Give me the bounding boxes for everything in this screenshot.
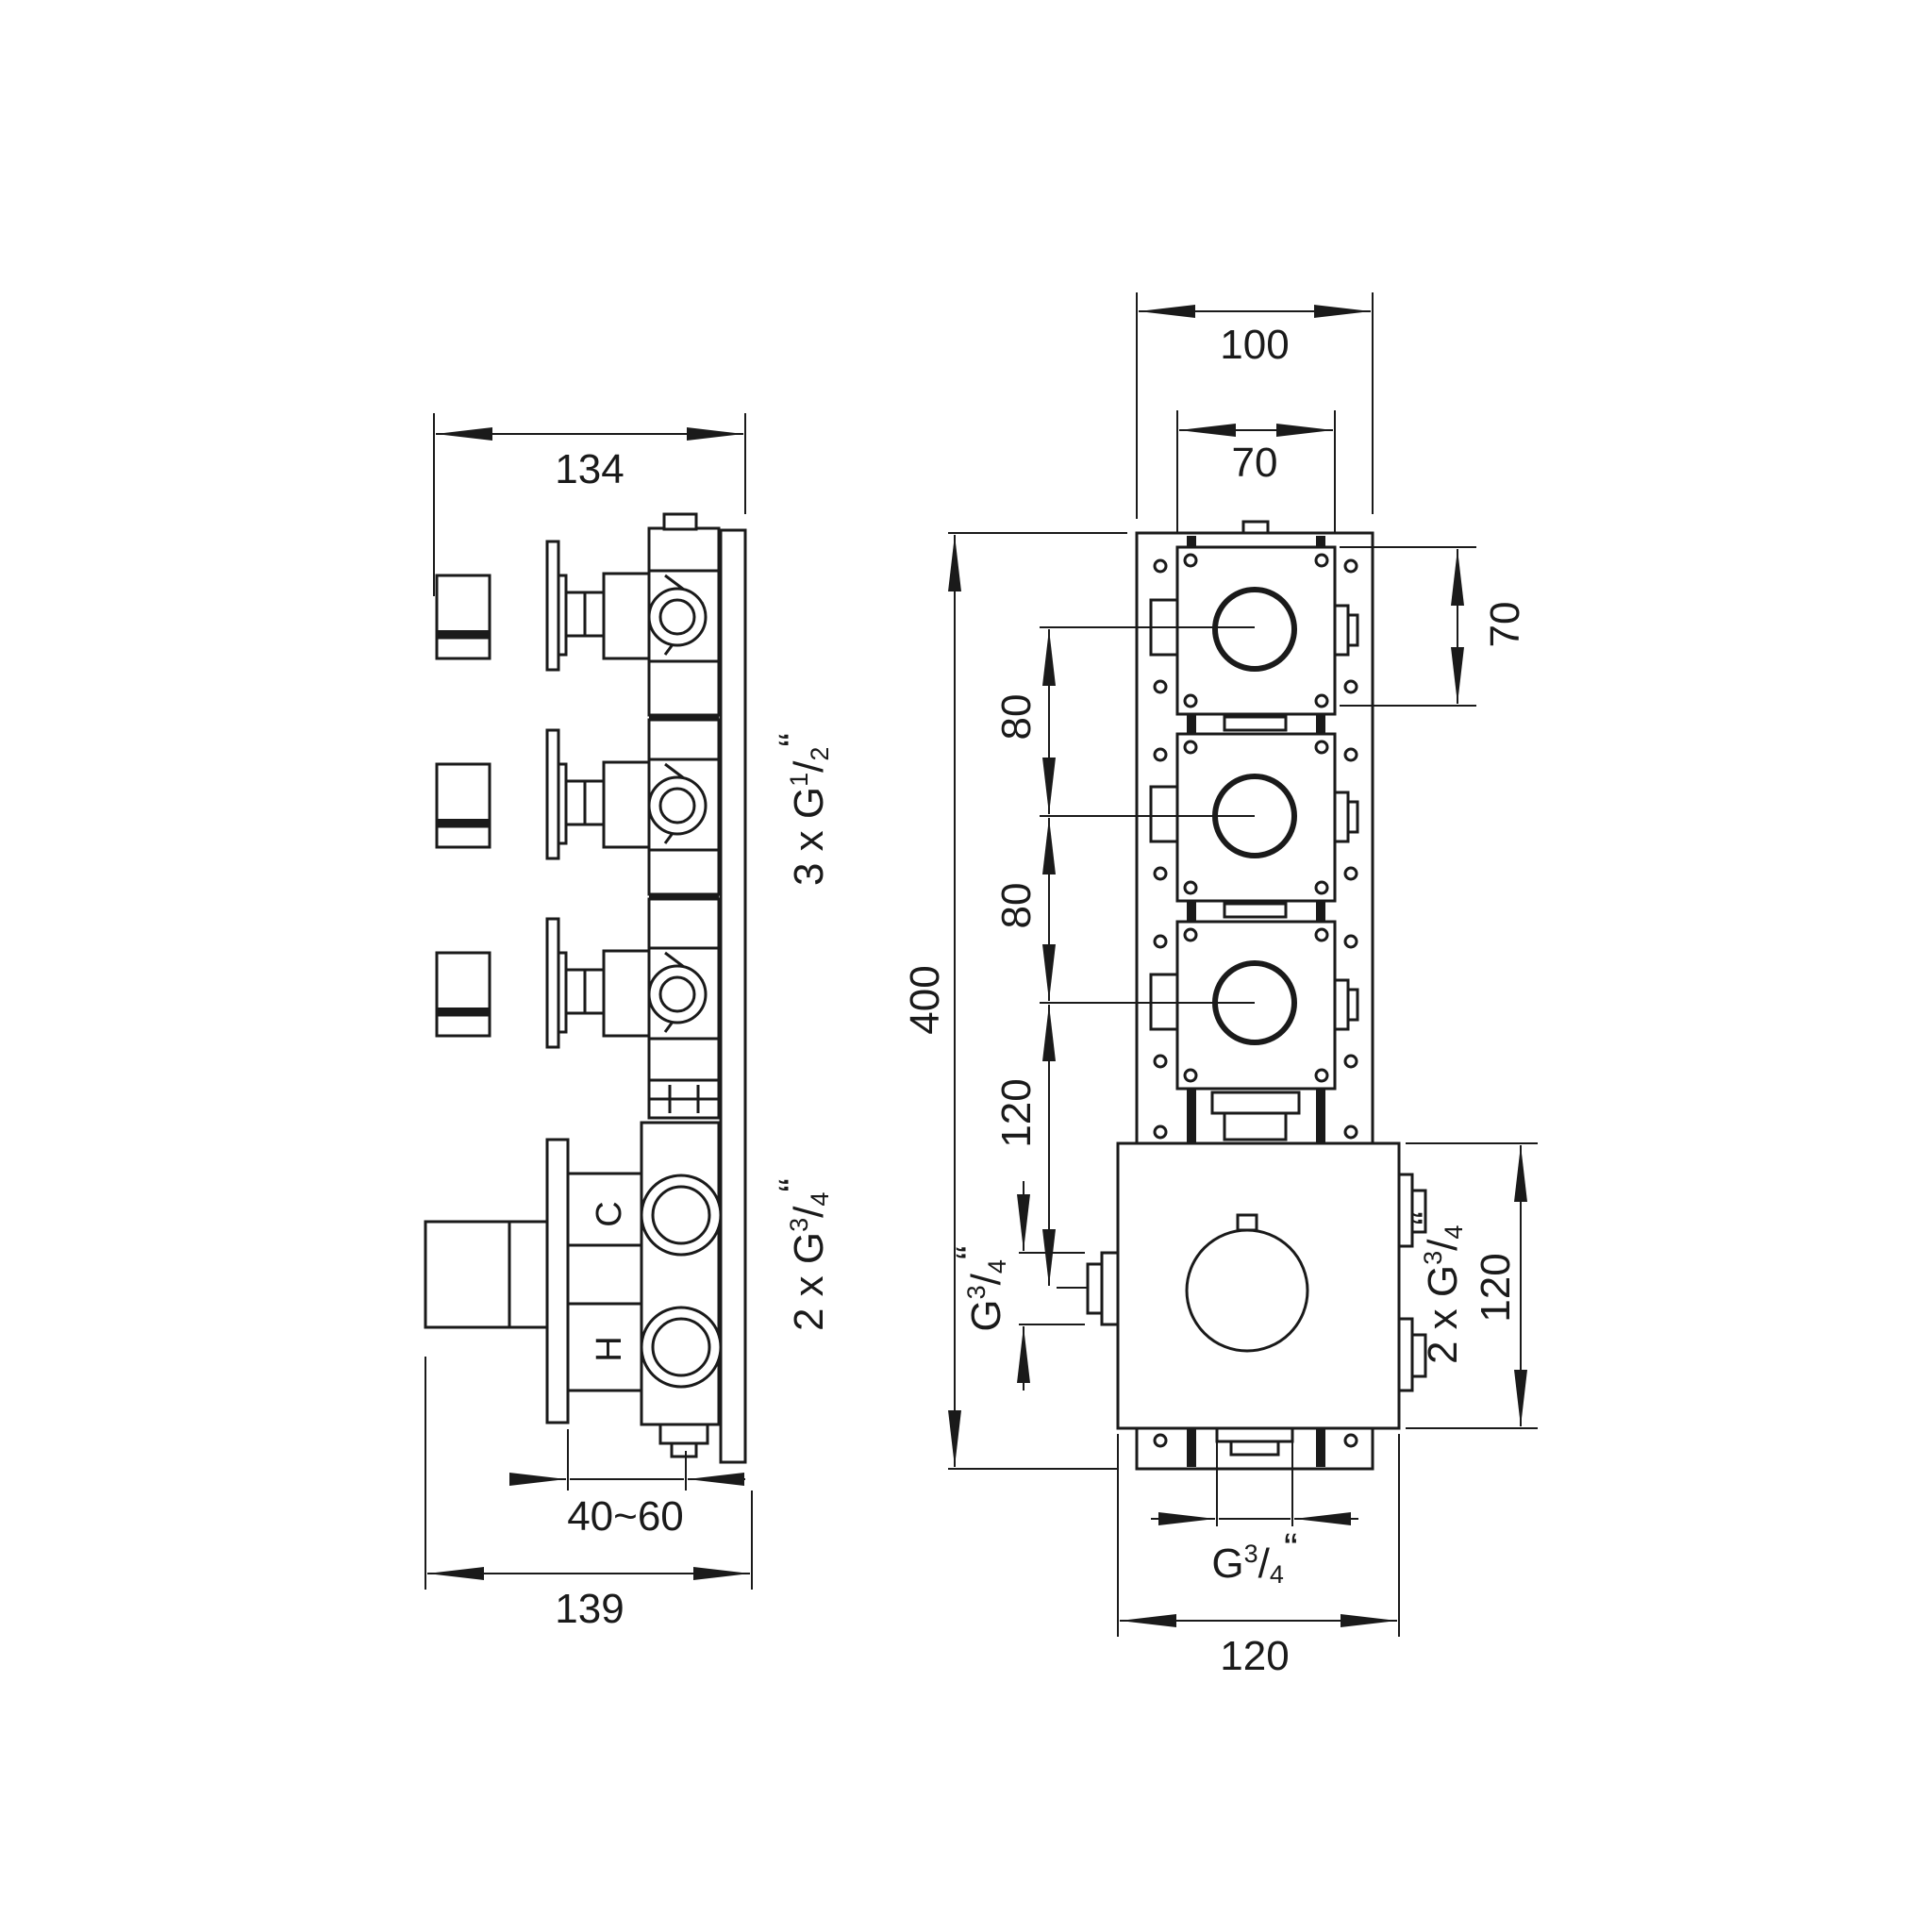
- cold-label: C: [590, 1201, 629, 1226]
- dim-100-label: 100: [1220, 322, 1289, 368]
- front-module-2: [1040, 732, 1359, 903]
- diverter-valve-1: [435, 540, 721, 672]
- dim-bottom-connection: G3/4“: [1151, 1434, 1358, 1589]
- diverter-knob-1: [1212, 587, 1297, 672]
- side-view: 134: [424, 413, 834, 1632]
- front-module-1: [1040, 545, 1359, 716]
- frame-holes: [1153, 558, 1358, 1448]
- thermostatic-mixer: C H: [424, 1138, 723, 1424]
- dim-139-label: 139: [555, 1586, 624, 1632]
- dim-134-label: 134: [555, 446, 624, 492]
- dim-40-60: 40~60: [509, 1429, 745, 1540]
- thermostat-knob: [1185, 1228, 1309, 1353]
- dim-spacing-2-label: 80: [993, 883, 1040, 929]
- hot-label: H: [590, 1336, 629, 1361]
- dim-chain-spacing: 80 80 120: [993, 629, 1056, 1286]
- bottom-connection-label: G3/4“: [1211, 1525, 1297, 1589]
- front-view: 100 70: [902, 292, 1538, 1679]
- right-connections-label: 2 x G3/4“: [1405, 1211, 1468, 1364]
- diverter-valve-2: [435, 728, 721, 860]
- left-connection-label: G3/4“: [948, 1245, 1011, 1331]
- dim-120-horizontal: 120: [1117, 1434, 1400, 1679]
- dim-70-vertical: 70: [1340, 546, 1528, 707]
- module-connectors: [1187, 520, 1325, 1467]
- dim-40-60-label: 40~60: [567, 1493, 684, 1540]
- wall-plate: [719, 528, 747, 1464]
- dim-134: 134: [433, 413, 746, 596]
- front-thermostat-module: [1057, 1141, 1427, 1430]
- dim-120-horizontal-label: 120: [1220, 1633, 1289, 1679]
- dim-left-connection: G3/4“: [948, 1181, 1085, 1391]
- front-module-3: [1040, 920, 1359, 1091]
- inlets-label: 2 x G3/4“: [771, 1178, 834, 1331]
- dim-spacing-1-label: 80: [993, 694, 1040, 741]
- dim-70-horizontal-label: 70: [1232, 440, 1278, 486]
- outlets-label: 3 x G1/2“: [771, 733, 834, 886]
- diverter-valve-3: [435, 917, 721, 1049]
- dim-70-vertical-label: 70: [1482, 602, 1528, 648]
- dim-120-vertical-label: 120: [1473, 1253, 1519, 1322]
- dim-100: 100: [1136, 292, 1374, 519]
- dim-400: 400: [902, 532, 1127, 1470]
- dim-400-label: 400: [902, 965, 948, 1034]
- dim-spacing-3-label: 120: [993, 1078, 1040, 1147]
- dim-70-horizontal: 70: [1176, 410, 1336, 547]
- dim-120-vertical: 120 2 x G3/4“: [1405, 1142, 1538, 1429]
- dim-139: 139: [425, 1357, 753, 1632]
